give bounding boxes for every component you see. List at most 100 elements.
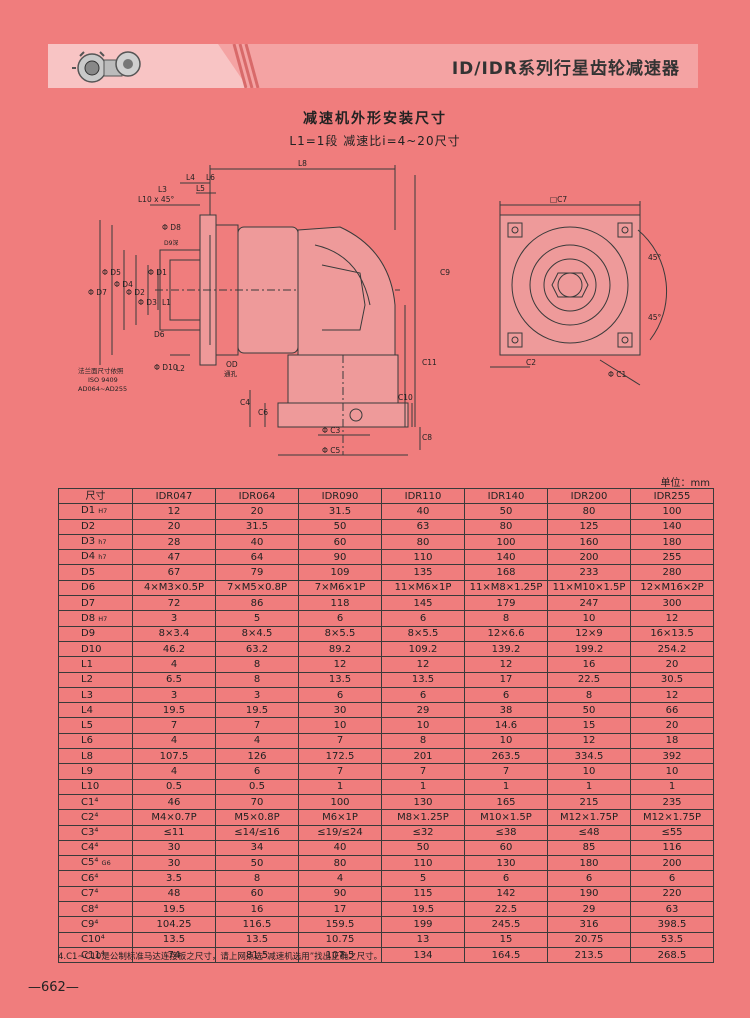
table-cell: 159.5 <box>298 916 382 933</box>
row-label: D9 <box>58 625 133 642</box>
table-cell: 392 <box>630 748 714 765</box>
dim-c8: C8 <box>422 433 432 442</box>
table-cell: 40 <box>381 503 465 520</box>
table-cell: 80 <box>381 533 465 551</box>
table-cell: 63 <box>630 901 714 918</box>
table-cell: 109 <box>298 564 382 581</box>
table-cell: 140 <box>464 549 548 566</box>
table-cell: ≤11 <box>132 824 216 841</box>
table-cell: 104.25 <box>132 916 216 933</box>
table-cell: 180 <box>630 533 714 551</box>
row-label: C5⁴ G6 <box>58 855 133 872</box>
row-label: L10 <box>58 778 133 795</box>
table-cell: 1 <box>381 778 465 795</box>
table-cell: 116.5 <box>215 916 299 933</box>
row-label-tolerance: G6 <box>101 859 111 868</box>
table-cell: 8 <box>547 686 631 704</box>
row-label: D6 <box>58 579 133 597</box>
table-cell: 31.5 <box>298 503 382 520</box>
table-cell: 3 <box>132 610 216 627</box>
drawing-title: 减速机外形安装尺寸 <box>303 111 447 127</box>
row-label: D10 <box>58 640 133 658</box>
table-cell: 28 <box>132 533 216 551</box>
row-label-text: D6 <box>81 582 96 594</box>
table-cell: 50 <box>215 855 299 872</box>
table-cell: 4 <box>132 732 216 750</box>
header-cell-model: IDR140 <box>464 487 548 505</box>
row-label: D5 <box>58 564 133 581</box>
table-cell: 80 <box>298 855 382 872</box>
table-cell: 215 <box>547 793 631 811</box>
header-cell-model: IDR064 <box>215 487 299 505</box>
table-cell: M12×1.75P <box>630 809 714 826</box>
row-label: D7 <box>58 595 133 612</box>
table-cell: 134 <box>381 946 465 964</box>
dim-l4: L4 <box>186 173 195 182</box>
row-label-text: D8 <box>81 612 96 624</box>
dim-d1: Φ D1 <box>148 268 167 277</box>
row-label-text: D2 <box>81 521 96 533</box>
table-cell: 4 <box>132 763 216 780</box>
table-cell: 135 <box>381 564 465 581</box>
table-cell: M10×1.5P <box>464 809 548 826</box>
table-cell: 179 <box>464 595 548 612</box>
table-cell: 398.5 <box>630 916 714 933</box>
table-cell: 213.5 <box>547 946 631 964</box>
dim-d10: Φ D10 <box>154 363 178 372</box>
table-cell: 30 <box>132 839 216 857</box>
table-cell: 255 <box>630 549 714 566</box>
table-cell: 172.5 <box>298 748 382 765</box>
table-cell: 168 <box>464 564 548 581</box>
table-cell: 6 <box>464 870 548 887</box>
row-label: L8 <box>58 748 133 765</box>
table-cell: 12 <box>381 656 465 673</box>
table-cell: 130 <box>381 793 465 811</box>
table-cell: 6 <box>547 870 631 887</box>
table-cell: 19.5 <box>132 702 216 719</box>
row-label-tolerance: H7 <box>98 507 108 516</box>
table-cell: 40 <box>298 839 382 857</box>
table-cell: 20 <box>630 656 714 673</box>
table-cell: 63 <box>381 518 465 535</box>
table-cell: 268.5 <box>630 946 714 964</box>
table-cell: 70 <box>215 793 299 811</box>
row-label: L6 <box>58 732 133 750</box>
table-cell: 8×3.4 <box>132 625 216 642</box>
row-label-text: D3 <box>81 536 96 548</box>
technical-drawing: L8 L4 L6 L3 L5 L10 x 45° Φ D8 D9深 Φ D7 Φ… <box>78 159 668 456</box>
row-label-text: C7⁴ <box>81 888 99 900</box>
table-cell: 1 <box>630 778 714 795</box>
row-label-text: D7 <box>81 597 96 609</box>
header-cell-model: IDR255 <box>630 487 714 505</box>
table-cell: M6×1P <box>298 809 382 826</box>
table-cell: 20 <box>630 717 714 734</box>
table-cell: 12 <box>547 732 631 750</box>
row-label-text: L8 <box>81 750 93 762</box>
row-label-text: D9 <box>81 628 96 640</box>
table-cell: 0.5 <box>215 778 299 795</box>
table-cell: 316 <box>547 916 631 933</box>
row-label-text: L1 <box>81 658 93 670</box>
dim-d3: Φ D3 <box>138 298 157 307</box>
dim-l6: L6 <box>206 173 215 182</box>
table-cell: 7 <box>381 763 465 780</box>
dim-c9: C9 <box>440 268 450 277</box>
table-cell: 34 <box>215 839 299 857</box>
table-cell: M5×0.8P <box>215 809 299 826</box>
table-cell: 126 <box>215 748 299 765</box>
table-cell: 1 <box>298 778 382 795</box>
